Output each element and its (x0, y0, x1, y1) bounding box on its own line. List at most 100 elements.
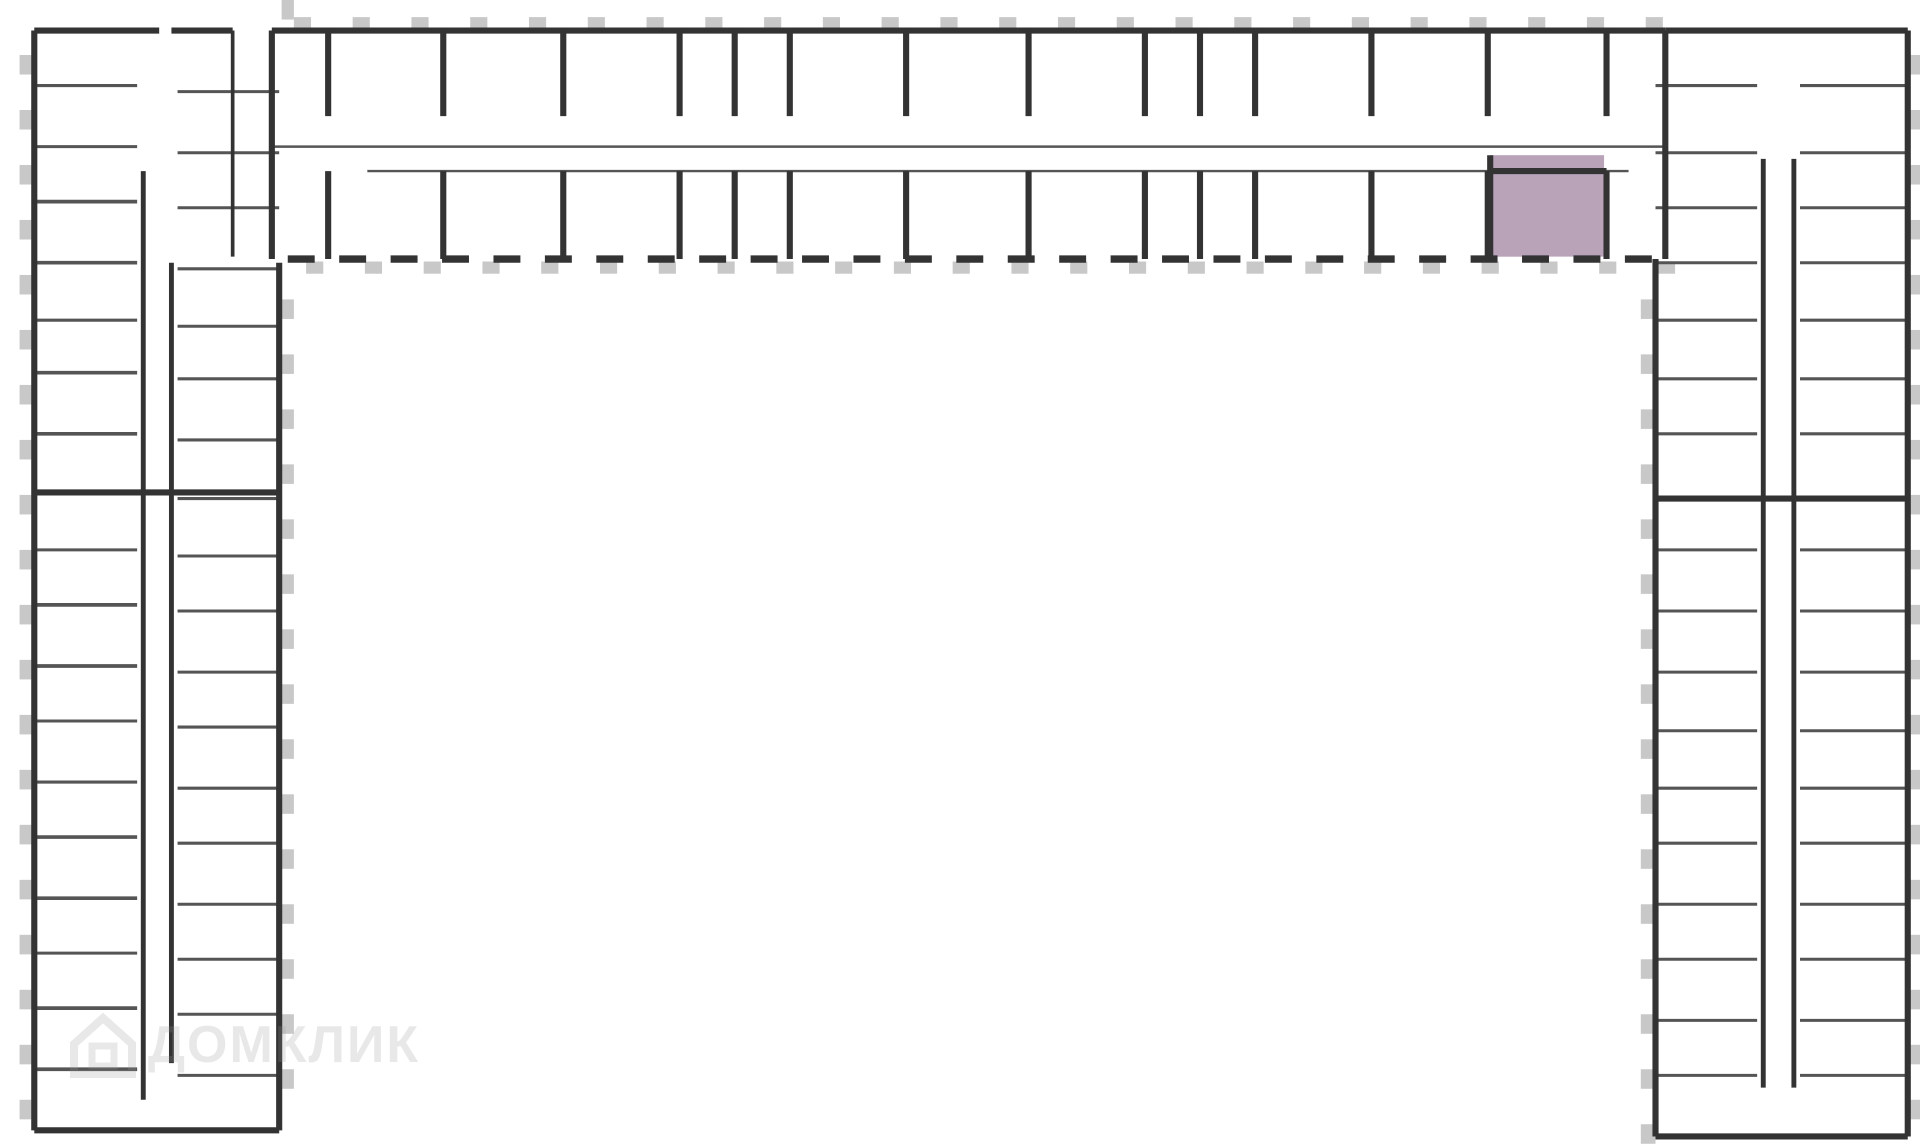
window (1293, 17, 1311, 30)
window (1128, 261, 1147, 274)
window (19, 329, 35, 350)
window (1116, 17, 1134, 30)
window (1907, 439, 1920, 460)
window (1645, 17, 1663, 30)
window (1540, 261, 1558, 274)
window (587, 17, 605, 30)
exterior-walls (31, 27, 1911, 1140)
window (1907, 769, 1920, 790)
window (528, 17, 547, 30)
window (1640, 739, 1656, 759)
window (705, 17, 723, 30)
window (281, 849, 294, 869)
window (281, 1014, 294, 1034)
window (364, 261, 383, 274)
window (19, 219, 35, 240)
window (940, 17, 958, 30)
window (1640, 959, 1656, 979)
window (1907, 824, 1920, 845)
window (1246, 261, 1264, 274)
window (1641, 0, 1656, 20)
window (1907, 384, 1920, 405)
window (281, 354, 294, 374)
window (1011, 261, 1029, 274)
window (1175, 17, 1193, 30)
window (19, 1099, 35, 1120)
window (281, 904, 294, 924)
window (1070, 261, 1088, 274)
window (1640, 519, 1656, 539)
windows (19, 0, 1920, 1144)
window (764, 17, 782, 30)
window (1640, 574, 1656, 594)
window (1187, 261, 1205, 274)
window (281, 464, 294, 484)
window (1351, 17, 1369, 30)
window (835, 261, 853, 274)
window (19, 494, 35, 515)
window (19, 384, 35, 405)
window (482, 261, 500, 274)
window (1640, 629, 1656, 649)
window (1640, 794, 1656, 814)
window (1907, 164, 1920, 185)
window (1640, 354, 1656, 374)
window (717, 261, 735, 274)
selected-apartment-balcony (1490, 235, 1546, 257)
window (1907, 1044, 1920, 1065)
window (1907, 879, 1920, 900)
window (1907, 659, 1920, 680)
window (1640, 849, 1656, 869)
window (1657, 261, 1676, 274)
window (293, 17, 312, 30)
window (1422, 261, 1440, 274)
window (1907, 109, 1920, 130)
window (19, 824, 35, 845)
window (411, 17, 429, 30)
window (19, 879, 35, 900)
window (19, 989, 35, 1010)
window (1907, 274, 1920, 295)
window (1640, 1069, 1656, 1089)
window (306, 261, 324, 274)
window (1640, 464, 1656, 484)
window (1907, 1099, 1920, 1120)
window (1907, 989, 1920, 1010)
window (19, 604, 35, 625)
window (1641, 0, 1656, 20)
window (776, 261, 794, 274)
window (1469, 17, 1487, 30)
window (1586, 17, 1605, 30)
window (1528, 17, 1546, 30)
window (281, 1069, 294, 1089)
window (281, 794, 294, 814)
window (423, 261, 441, 274)
window (1640, 409, 1656, 429)
window (658, 261, 676, 274)
window (281, 574, 294, 594)
window (281, 299, 294, 319)
window (1907, 714, 1920, 735)
window (470, 17, 488, 30)
window (19, 109, 35, 130)
window (646, 17, 664, 30)
window (352, 17, 370, 30)
window (281, 629, 294, 649)
window (19, 274, 35, 295)
window (19, 769, 35, 790)
window (600, 261, 618, 274)
window (1907, 54, 1920, 75)
window (281, 684, 294, 704)
window (1640, 1014, 1656, 1034)
window (1641, 0, 1656, 20)
window (281, 0, 294, 20)
window (19, 934, 35, 955)
window (893, 261, 912, 274)
window (19, 1044, 35, 1065)
window (1305, 261, 1323, 274)
window (1907, 494, 1920, 515)
window (541, 261, 559, 274)
window (1640, 299, 1656, 319)
window (1641, 0, 1656, 20)
window (19, 164, 35, 185)
